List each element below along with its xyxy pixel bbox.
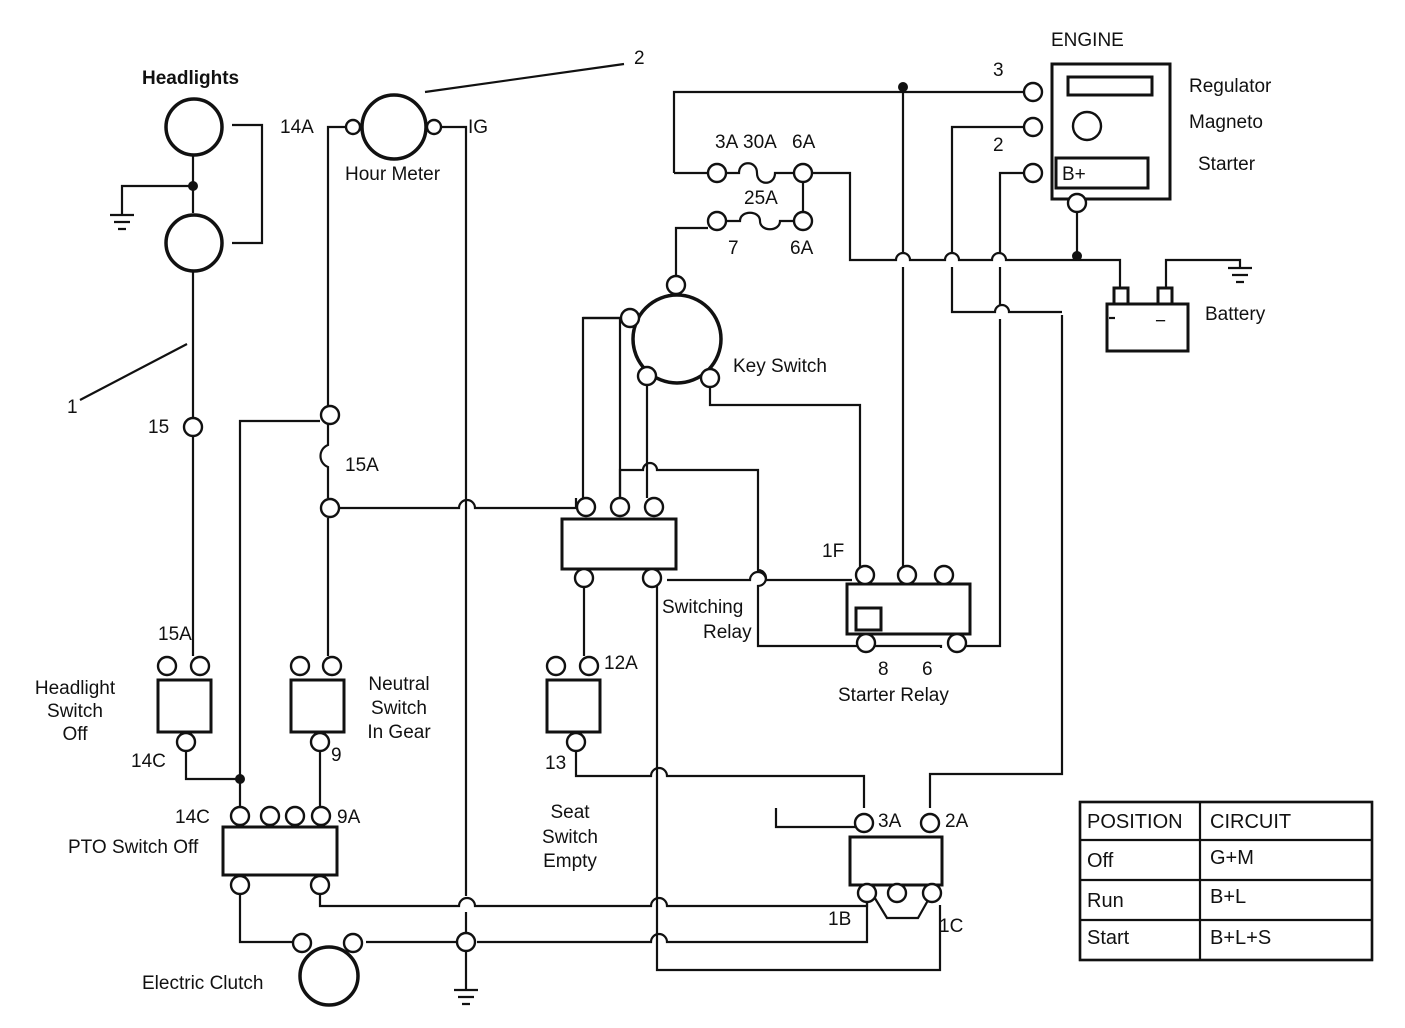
wire-15A-switch: 15A	[158, 624, 192, 645]
wire-14C-b: 14C	[175, 807, 210, 828]
headlight-lower-icon	[164, 213, 224, 273]
label-magneto: Magneto	[1189, 112, 1263, 133]
label-electric-clutch: Electric Clutch	[142, 973, 263, 994]
wire-9: 9	[331, 745, 342, 766]
label-engine: ENGINE	[1051, 30, 1124, 51]
label-regulator: Regulator	[1189, 76, 1272, 97]
switching-relay	[560, 517, 678, 571]
wire-IG: IG	[468, 117, 488, 138]
headlight-ground-icon	[110, 213, 134, 231]
seat-switch	[545, 678, 602, 734]
callouts: 1 2	[67, 48, 645, 418]
wire-1F: 1F	[822, 541, 844, 562]
wire-2: 2	[993, 135, 1004, 156]
label-starter: Starter	[1198, 154, 1256, 175]
wire-14A: 14A	[280, 117, 314, 138]
label-neutral-switch-2: Switch	[371, 698, 427, 719]
pto-switch	[221, 825, 339, 877]
wire-7: 7	[728, 238, 739, 259]
label-battery-minus: −	[1155, 311, 1166, 332]
component-labels: Headlights Hour Meter ENGINE Regulator M…	[35, 30, 1272, 994]
label-b-plus: B+	[1062, 164, 1086, 185]
label-switching-relay-1: Switching	[662, 597, 743, 618]
wire-15A-mid: 15A	[345, 455, 379, 476]
wire-6: 6	[922, 659, 933, 680]
terminals	[156, 81, 1088, 953]
table-row-run-position: Run	[1087, 890, 1124, 912]
wire-14C-a: 14C	[131, 751, 166, 772]
label-neutral-switch-3: In Gear	[367, 722, 431, 743]
electric-clutch	[291, 932, 364, 1007]
wire-6A-bottom: 6A	[790, 238, 814, 259]
hour-meter	[344, 93, 443, 161]
regulator-icon	[1066, 75, 1154, 97]
wire-12A: 12A	[604, 653, 638, 674]
label-hour-meter: Hour Meter	[345, 164, 441, 185]
table-header-position: POSITION	[1087, 811, 1183, 833]
battery-ground-icon	[1228, 266, 1252, 284]
hour-meter-icon	[360, 93, 428, 161]
wire-6A-top: 6A	[792, 132, 816, 153]
chassis-ground-icon	[454, 988, 478, 1006]
magneto-icon	[1071, 110, 1103, 142]
ignition-module	[848, 835, 944, 920]
wire-3A: 3A	[715, 132, 739, 153]
label-seat-switch-3: Empty	[543, 851, 597, 872]
label-battery: Battery	[1205, 304, 1266, 325]
label-headlight-switch-2: Switch	[47, 701, 103, 722]
wire-15: 15	[148, 417, 169, 438]
wire-30A: 30A	[743, 132, 777, 153]
label-seat-switch-1: Seat	[550, 802, 590, 823]
callout-1-leader	[79, 343, 188, 401]
wire-1B: 1B	[828, 909, 851, 930]
label-seat-switch-2: Switch	[542, 827, 598, 848]
label-switching-relay-2: Relay	[703, 622, 752, 643]
junctions	[235, 82, 1082, 784]
wire-3A-relay: 3A	[878, 811, 902, 832]
label-pto-switch: PTO Switch Off	[68, 837, 199, 858]
wires	[120, 90, 1242, 990]
label-headlight-switch-3: Off	[63, 724, 89, 745]
table-row-start-circuit: B+L+S	[1210, 927, 1271, 949]
label-key-switch: Key Switch	[733, 356, 827, 377]
starter-relay	[845, 582, 972, 636]
ground-symbols	[110, 213, 1252, 1006]
wire-25A: 25A	[744, 188, 778, 209]
table-row-off-position: Off	[1087, 850, 1114, 872]
wire-labels: 14A IG 3 2 3A 30A 6A 25A 7 6A 15 15A 1F …	[131, 60, 1004, 937]
wire-9A: 9A	[337, 807, 361, 828]
wire-8: 8	[878, 659, 889, 680]
engine	[1050, 62, 1172, 201]
callout-1: 1	[67, 397, 78, 418]
neutral-switch	[289, 678, 346, 734]
callout-2: 2	[634, 48, 645, 69]
headlights	[164, 97, 224, 273]
wire-2A: 2A	[945, 811, 969, 832]
table-row-start-position: Start	[1087, 927, 1130, 949]
starter-b-plus-icon	[1054, 156, 1150, 190]
headlight-upper-icon	[164, 97, 224, 157]
callout-2-leader	[424, 62, 625, 94]
label-neutral-switch-1: Neutral	[368, 674, 429, 695]
wire-13: 13	[545, 753, 566, 774]
label-headlight-switch-1: Headlight	[35, 678, 116, 699]
table-row-off-circuit: G+M	[1210, 847, 1254, 869]
electric-clutch-icon	[298, 945, 360, 1007]
battery	[1105, 286, 1190, 353]
wire-1C: 1C	[939, 916, 963, 937]
headlight-switch	[156, 678, 213, 734]
table-row-run-circuit: B+L	[1210, 886, 1246, 908]
label-headlights: Headlights	[142, 68, 239, 89]
label-starter-relay: Starter Relay	[838, 685, 949, 706]
wire-3: 3	[993, 60, 1004, 81]
table-header-circuit: CIRCUIT	[1210, 811, 1291, 833]
position-circuit-table: POSITION CIRCUIT Off G+M Run B+L Start B…	[1078, 800, 1374, 962]
